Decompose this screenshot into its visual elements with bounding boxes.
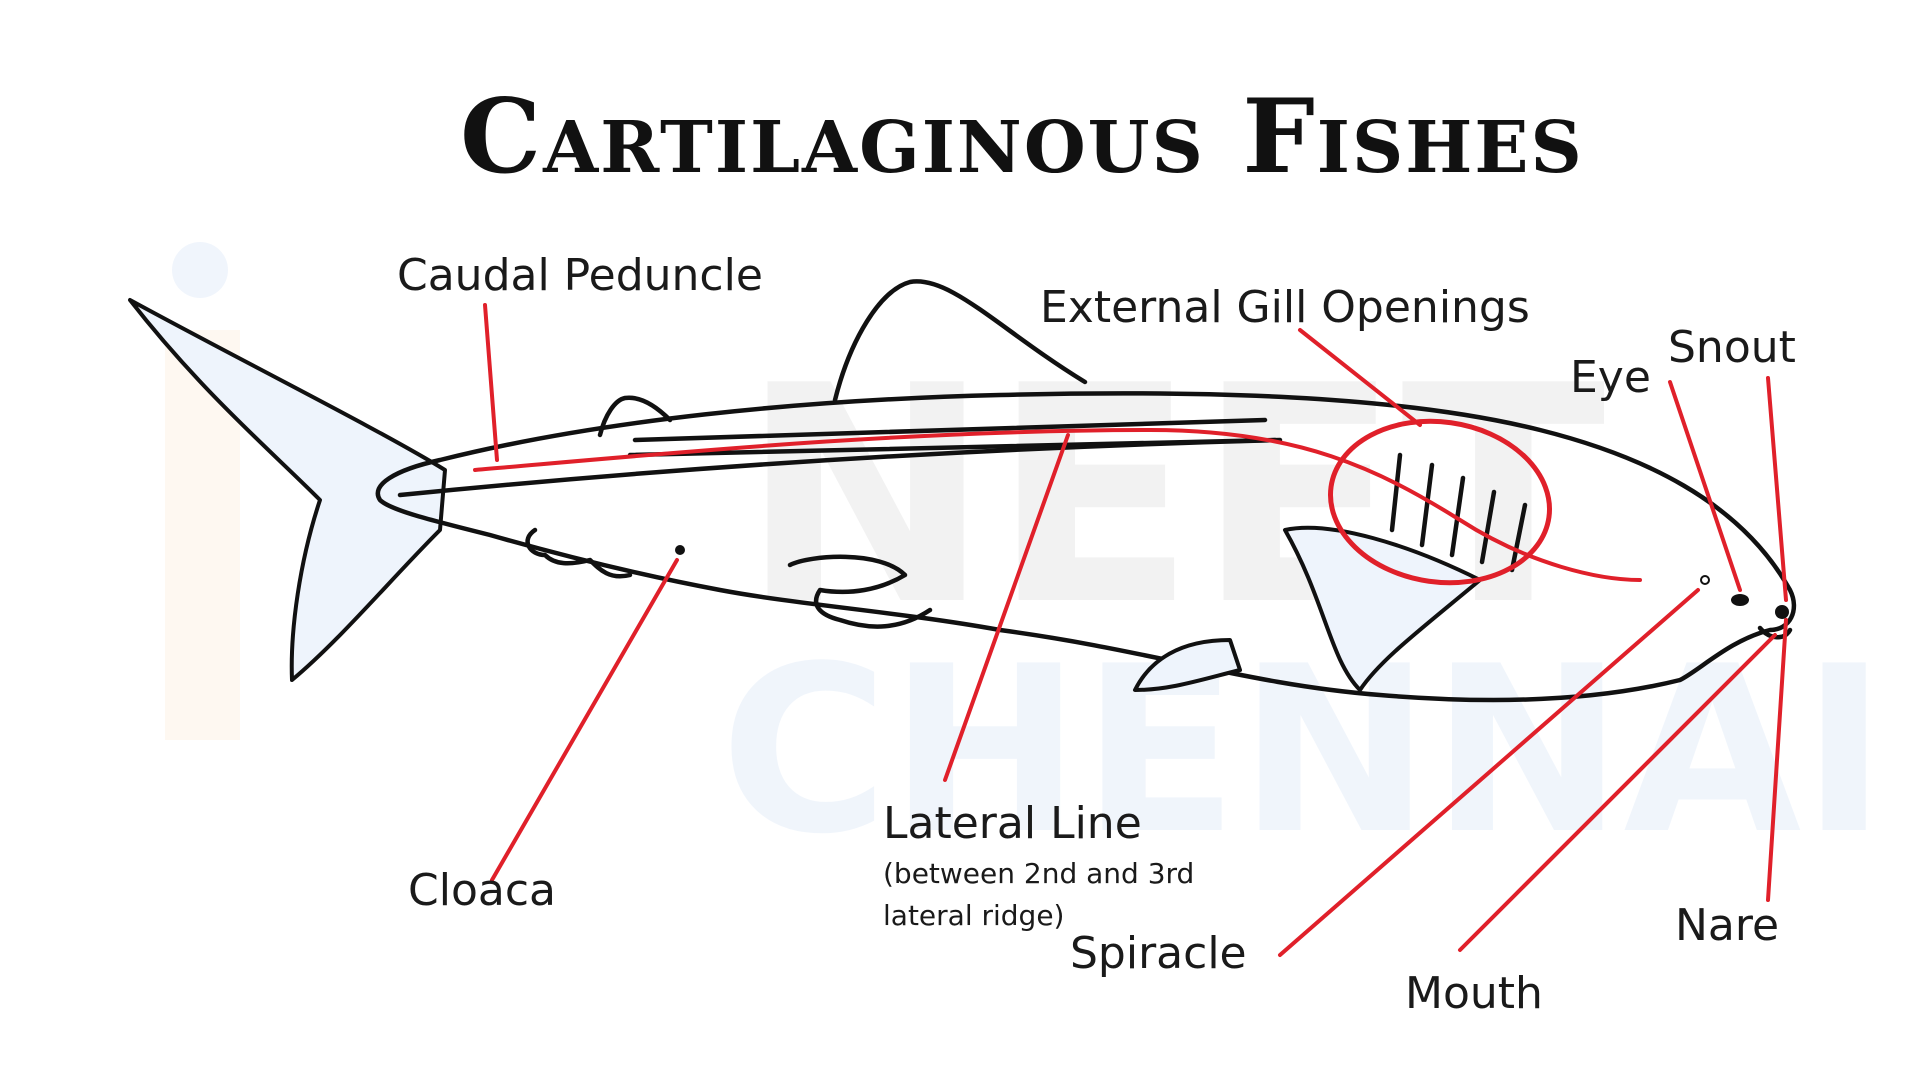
label-cloaca: Cloaca [408, 865, 556, 916]
spiracle-pointer-line [1278, 588, 1700, 957]
first-dorsal-fin-shape [832, 279, 1088, 403]
nare-shape [1775, 605, 1789, 619]
anal-fin-shape [787, 554, 933, 629]
snout-pointer-line [1766, 376, 1788, 602]
gill-openings-pointer-line [1298, 328, 1422, 427]
label-lateral-line-note-line2: lateral ridge) [883, 899, 1064, 932]
diagram-title: Cartilaginous Fishes [460, 77, 1584, 197]
lateral-line-pointer-line [943, 433, 1070, 782]
eye-shape [1731, 594, 1749, 606]
pelvic-fin-shape [1133, 638, 1242, 692]
mouth-shape [1757, 625, 1793, 640]
shark-illustration [128, 279, 1797, 703]
label-spiracle: Spiracle [1070, 928, 1247, 979]
second-dorsal-fin-shape [597, 395, 673, 438]
watermark-text-bottom: CHENNAI [720, 618, 1887, 885]
label-lateral-line: Lateral Line [883, 798, 1142, 849]
pectoral-fin-shape [1283, 525, 1482, 692]
watermark-orange-bar-shape [165, 330, 240, 740]
gill-slit-1-shape [1389, 452, 1403, 533]
cloaca-shape [675, 545, 685, 555]
gill-openings-highlight-shape [1328, 418, 1552, 586]
label-external-gill-openings: External Gill Openings [1040, 282, 1530, 333]
label-snout: Snout [1668, 322, 1796, 373]
lateral-ridge-middle-shape [627, 437, 1278, 458]
gill-slit-5-shape [1509, 502, 1528, 573]
small-ventral-fin-shape [525, 527, 633, 579]
label-nare: Nare [1675, 900, 1779, 951]
spiracle-shape [1700, 575, 1710, 585]
gill-slit-4-shape [1479, 489, 1497, 565]
eye-pointer-line [1668, 380, 1742, 592]
label-lateral-line-note-line1: (between 2nd and 3rd [883, 857, 1194, 890]
label-eye: Eye [1570, 352, 1651, 403]
caudal-peduncle-pointer-line [483, 303, 499, 462]
nare-pointer-line [1766, 618, 1788, 902]
label-caudal-peduncle: Caudal Peduncle [397, 250, 763, 301]
label-mouth: Mouth [1405, 968, 1543, 1019]
lateral-ridge-upper-shape [632, 417, 1268, 443]
gill-slit-2-shape [1419, 462, 1435, 548]
caudal-fin-shape [128, 298, 447, 682]
watermark-logo: NEET CHENNAI [165, 242, 1887, 885]
lateral-line-trace-shape [473, 427, 1642, 582]
mouth-pointer-line [1458, 633, 1777, 952]
cloaca-pointer-line [490, 558, 679, 882]
watermark-dot-shape [172, 242, 228, 298]
